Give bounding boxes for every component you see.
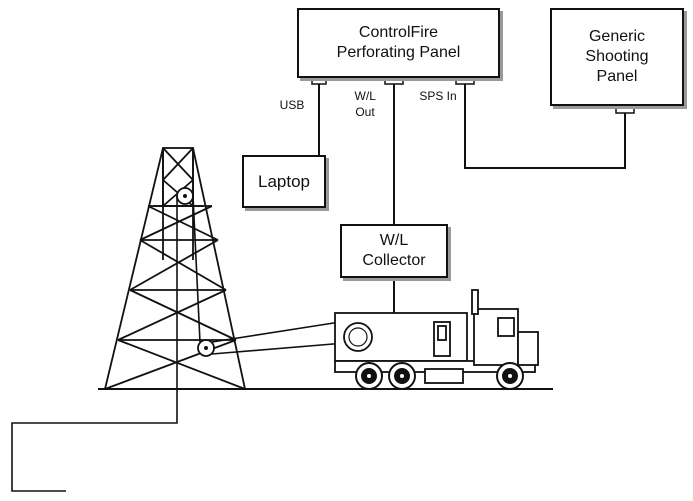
sps-in-line-1: SPS [419, 89, 444, 103]
generic-line-2: Shooting [585, 48, 649, 65]
collector-line-1: W/L [379, 232, 409, 249]
wl-out-label: W/L Out [345, 88, 385, 120]
controlfire-subtitle: Perforating Panel [336, 44, 461, 61]
truck-wheels [355, 362, 524, 390]
wireline-to-truck-lower [211, 342, 346, 355]
wireline-downhole [11, 196, 178, 492]
sps-in-line-2: In [446, 89, 457, 103]
wl-out-port [384, 76, 404, 85]
controlfire-panel: ControlFire Perforating Panel [297, 8, 500, 78]
collector-line-2: Collector [362, 252, 426, 269]
wireline-to-truck [211, 321, 341, 343]
laptop-label: Laptop [258, 171, 310, 191]
derrick-tower [104, 147, 246, 390]
usb-port [311, 76, 327, 85]
wl-out-line-2: Out [355, 105, 375, 120]
laptop-box: Laptop [242, 155, 326, 208]
wl-collector-box: W/L Collector [340, 224, 448, 278]
generic-line-3: Panel [596, 68, 638, 85]
usb-label-text: USB [279, 98, 305, 112]
sps-cable [464, 84, 626, 169]
wireline-sheave-link [192, 195, 201, 343]
usb-label: USB [272, 97, 312, 113]
wl-out-line-1: W/L [354, 89, 376, 103]
sps-in-port [455, 76, 475, 85]
sps-in-label: SPS In [418, 88, 458, 104]
generic-panel-port [615, 105, 635, 114]
cable-reel [343, 322, 373, 352]
controlfire-title: ControlFire [358, 24, 439, 41]
generic-shooting-panel: Generic Shooting Panel [550, 8, 684, 106]
generic-line-1: Generic [588, 28, 645, 45]
